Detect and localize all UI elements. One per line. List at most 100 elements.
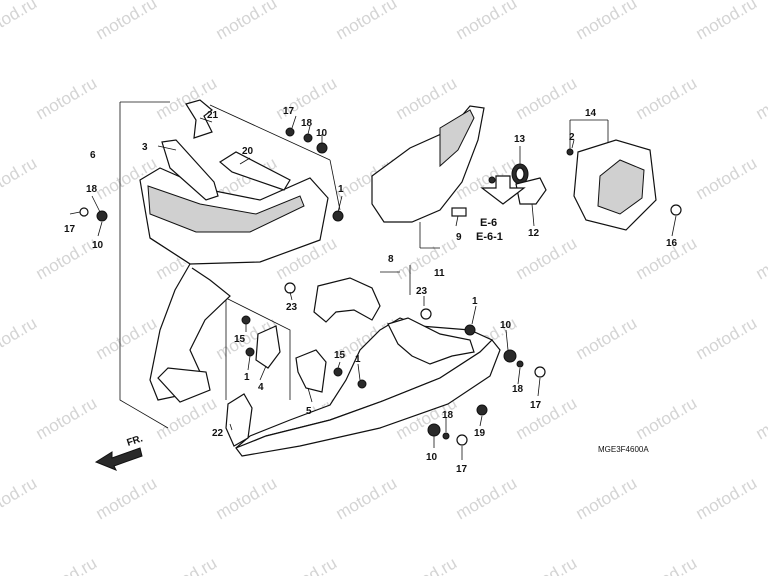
watermark-12: motod.ru xyxy=(513,73,581,123)
watermark-56: motod.ru xyxy=(33,553,101,576)
watermark-11: motod.ru xyxy=(393,73,461,123)
watermark-28: motod.ru xyxy=(513,233,581,283)
watermark-45: motod.ru xyxy=(633,393,701,443)
label-5: 5 xyxy=(306,406,312,417)
fasteners xyxy=(79,127,682,446)
label-23-mid: 23 xyxy=(416,286,428,297)
label-1-left: 1 xyxy=(244,372,250,383)
bracket-parts xyxy=(225,325,327,447)
watermark-27: motod.ru xyxy=(393,233,461,283)
watermark-52: motod.ru xyxy=(453,473,521,523)
label-4: 4 xyxy=(258,382,264,393)
label-15-left: 15 xyxy=(234,334,246,345)
watermark-5: motod.ru xyxy=(573,0,641,43)
watermark-8: motod.ru xyxy=(33,73,101,123)
bracket-part-12 xyxy=(515,177,547,205)
part-3-strip xyxy=(161,139,219,201)
assembly-outlines xyxy=(119,101,609,429)
label-8: 8 xyxy=(388,254,394,265)
watermark-50: motod.ru xyxy=(213,473,281,523)
label-17-top: 17 xyxy=(283,106,295,117)
watermark-0: motod.ru xyxy=(0,0,40,43)
label-17-bottom: 17 xyxy=(456,464,468,475)
ref-e6-1: E-6-1 xyxy=(476,231,503,243)
under-cowl-lower xyxy=(235,277,501,457)
label-18-right: 18 xyxy=(512,384,524,395)
label-10-right: 10 xyxy=(500,320,512,331)
watermark-32: motod.ru xyxy=(0,313,40,363)
part-21-clip xyxy=(185,99,213,139)
watermark-53: motod.ru xyxy=(573,473,641,523)
label-10-left: 10 xyxy=(92,240,104,251)
ref-arrow xyxy=(480,175,526,205)
label-9: 9 xyxy=(456,232,462,243)
diagram-code: MGE3F4600A xyxy=(598,445,649,454)
watermark-40: motod.ru xyxy=(33,393,101,443)
watermark-62: motod.ru xyxy=(753,553,768,576)
watermark-2: motod.ru xyxy=(213,0,281,43)
watermark-22: motod.ru xyxy=(693,153,761,203)
watermark-41: motod.ru xyxy=(153,393,221,443)
watermark-14: motod.ru xyxy=(753,73,768,123)
watermark-13: motod.ru xyxy=(633,73,701,123)
label-3: 3 xyxy=(142,142,148,153)
watermark-16: motod.ru xyxy=(0,153,40,203)
label-16: 16 xyxy=(666,238,678,249)
watermark-3: motod.ru xyxy=(333,0,401,43)
label-18-bottom: 18 xyxy=(442,410,454,421)
grommet-part-13 xyxy=(511,163,529,185)
watermark-57: motod.ru xyxy=(153,553,221,576)
label-10-top: 10 xyxy=(316,128,328,139)
leader-lines xyxy=(69,115,677,460)
front-arrow-icon xyxy=(94,447,143,471)
watermark-49: motod.ru xyxy=(93,473,161,523)
watermark-33: motod.ru xyxy=(93,313,161,363)
watermark-59: motod.ru xyxy=(393,553,461,576)
label-21: 21 xyxy=(207,110,219,121)
watermark-24: motod.ru xyxy=(33,233,101,283)
label-10-bottom: 10 xyxy=(426,452,438,463)
label-13: 13 xyxy=(514,134,526,145)
watermark-37: motod.ru xyxy=(573,313,641,363)
watermark-4: motod.ru xyxy=(453,0,521,43)
watermark-30: motod.ru xyxy=(753,233,768,283)
label-2: 2 xyxy=(569,132,575,143)
watermark-60: motod.ru xyxy=(513,553,581,576)
label-18-top: 18 xyxy=(301,118,313,129)
watermark-46: motod.ru xyxy=(753,393,768,443)
label-6: 6 xyxy=(90,150,96,161)
ref-e6: E-6 xyxy=(480,217,497,229)
front-label: FR. xyxy=(126,433,145,449)
part-labels: 21 3 20 6 17 18 10 1 18 17 10 23 15 1 4 … xyxy=(64,106,678,475)
label-19: 19 xyxy=(474,428,486,439)
watermark-48: motod.ru xyxy=(0,473,40,523)
watermark-44: motod.ru xyxy=(513,393,581,443)
part-20-pad xyxy=(218,151,291,191)
label-17-right: 17 xyxy=(530,400,542,411)
label-20: 20 xyxy=(242,146,254,157)
label-1-top: 1 xyxy=(338,184,344,195)
label-23-left: 23 xyxy=(286,302,298,313)
label-1-right: 1 xyxy=(472,296,478,307)
under-cowl-left xyxy=(139,167,329,403)
label-18-left: 18 xyxy=(86,184,98,195)
watermark-58: motod.ru xyxy=(273,553,341,576)
cover-part-14 xyxy=(573,139,657,231)
label-22: 22 xyxy=(212,428,224,439)
watermark-1: motod.ru xyxy=(93,0,161,43)
label-14: 14 xyxy=(585,108,597,119)
label-12: 12 xyxy=(528,228,540,239)
watermark-38: motod.ru xyxy=(693,313,761,363)
label-11: 11 xyxy=(434,268,445,279)
watermark-6: motod.ru xyxy=(693,0,761,43)
label-17-left: 17 xyxy=(64,224,76,235)
watermark-51: motod.ru xyxy=(333,473,401,523)
label-1-mid: 1 xyxy=(355,354,361,365)
watermark-61: motod.ru xyxy=(633,553,701,576)
watermark-54: motod.ru xyxy=(693,473,761,523)
air-duct-part-11 xyxy=(371,105,485,223)
label-15-mid: 15 xyxy=(334,350,346,361)
